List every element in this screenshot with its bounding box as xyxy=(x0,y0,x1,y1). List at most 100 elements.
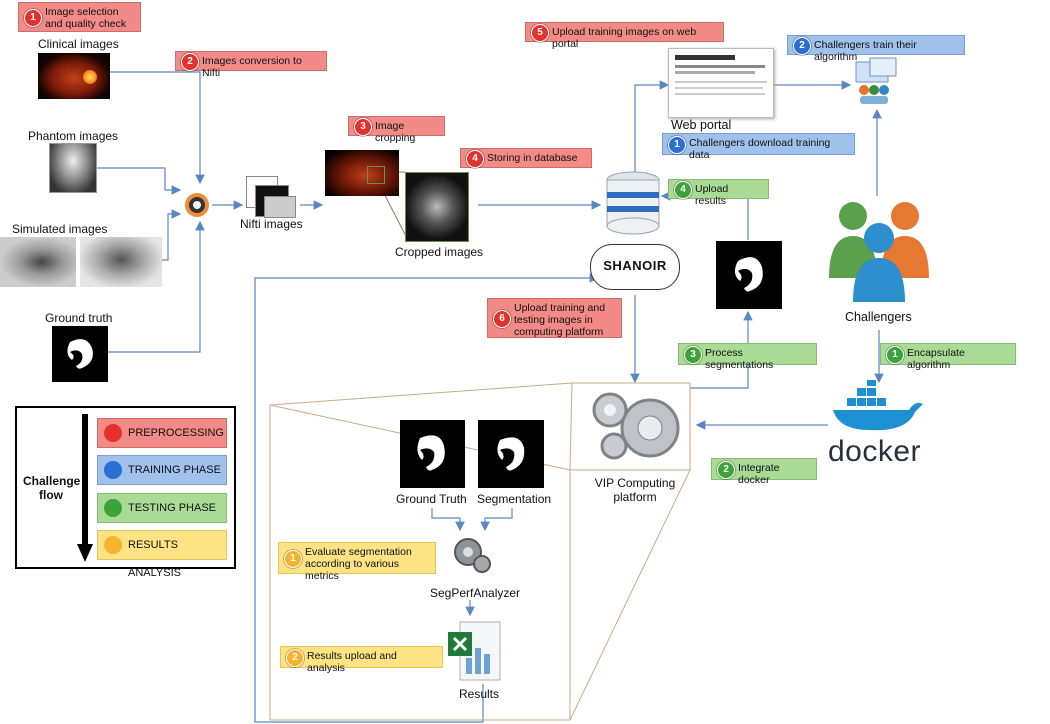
docker-wordmark: docker xyxy=(828,435,922,468)
phantom-image-thumbnail xyxy=(49,143,97,193)
step-number-badge: 5 xyxy=(531,24,549,42)
full-slice-image xyxy=(325,150,399,196)
nifti-stack-front xyxy=(264,196,296,218)
step-integrate-docker: 2 Integrate docker xyxy=(711,458,817,486)
legend-dot xyxy=(104,461,122,479)
step-text: Storing in database xyxy=(487,152,578,164)
step-process-segmentations: 3 Process segmentations xyxy=(678,343,817,371)
shanoir-label: SHANOIR xyxy=(603,258,667,273)
heart-hotspot-icon xyxy=(83,70,97,84)
web-portal-screenshot xyxy=(668,48,774,118)
step-image-cropping: 3 Image cropping xyxy=(348,116,445,144)
step-number-badge: 4 xyxy=(466,150,484,168)
step-number-badge: 1 xyxy=(668,136,686,154)
crop-region-marker xyxy=(367,166,385,184)
nifti-images-label: Nifti images xyxy=(240,217,303,231)
legend-label: PREPROCESSING xyxy=(128,427,224,439)
ground-truth-image xyxy=(52,326,108,382)
step-text: Evaluate segmentation according to vario… xyxy=(305,546,412,582)
step-text: Challengers download training data xyxy=(689,137,831,161)
step-text: Upload training images on web portal xyxy=(552,26,697,50)
step-nifti-conversion: 2 Images conversion to Nifti xyxy=(175,51,327,79)
portal-text-line xyxy=(675,93,765,95)
vip-platform-label: VIP Computing platform xyxy=(594,476,676,504)
excel-results-icon xyxy=(448,621,501,681)
legend-item-training: TRAINING PHASE xyxy=(97,455,227,485)
portal-text-line xyxy=(675,65,765,68)
step-evaluate-segmentation: 1 Evaluate segmentation according to var… xyxy=(278,542,436,582)
segmentation-output-image xyxy=(716,241,782,309)
step-text: Encapsulate algorithm xyxy=(907,347,965,371)
legend-item-preprocessing: PREPROCESSING xyxy=(97,418,227,448)
step-upload-results: 4 Upload results xyxy=(668,179,769,207)
phantom-images-label: Phantom images xyxy=(28,129,119,143)
cropped-image xyxy=(405,172,469,242)
step-text: Image selection and quality check xyxy=(45,6,127,30)
step-number-badge: 4 xyxy=(674,181,692,199)
gt-inset-image xyxy=(400,420,465,488)
step-results-upload: 2 Results upload and analysis xyxy=(280,646,443,674)
step-text: Integrate docker xyxy=(738,462,780,486)
step-number-badge: 2 xyxy=(717,461,735,479)
step-text: Images conversion to Nifti xyxy=(202,55,302,79)
docker-whale-icon xyxy=(833,380,923,431)
step-text: Challengers train their algorithm xyxy=(814,39,917,63)
gt-mask-icon xyxy=(417,435,445,471)
legend-dot xyxy=(104,424,122,442)
challengers-group-icon xyxy=(829,202,929,302)
challengers-label: Challengers xyxy=(845,310,912,324)
step-number-badge: 2 xyxy=(181,53,199,71)
simulated-images-label: Simulated images xyxy=(12,222,108,236)
converter-gear-icon xyxy=(185,193,209,217)
seg-mask-icon xyxy=(497,437,525,471)
legend-down-arrow-icon xyxy=(77,414,93,562)
legend-label: TRAINING PHASE xyxy=(128,464,221,476)
segperf-gears-icon xyxy=(454,538,491,573)
step-image-selection: 1 Image selection and quality check xyxy=(18,2,141,32)
step-upload-web-portal: 5 Upload training images on web portal xyxy=(525,22,724,50)
portal-text-line xyxy=(675,71,755,74)
step-number-badge: 6 xyxy=(493,310,511,328)
clinical-image-thumbnail xyxy=(38,53,110,99)
computer-users-icon xyxy=(855,57,897,104)
step-number-badge: 1 xyxy=(284,550,302,568)
step-text: Process segmentations xyxy=(705,347,774,371)
legend-dot xyxy=(104,499,122,517)
step-encapsulate-algorithm: 1 Encapsulate algorithm xyxy=(880,343,1016,371)
web-portal-label: Web portal xyxy=(671,118,732,132)
legend-item-results: RESULTS ANALYSIS xyxy=(97,530,227,579)
ground-truth-label: Ground truth xyxy=(45,311,113,325)
challenge-flow-legend: Challenge flow PREPROCESSING TRAINING PH… xyxy=(15,406,236,579)
portal-text-line xyxy=(675,87,763,89)
seg-inset-label: Segmentation xyxy=(477,492,552,506)
simulated-image-1 xyxy=(0,237,76,287)
legend-title: Challenge flow xyxy=(23,474,81,502)
legend-item-testing: TESTING PHASE xyxy=(97,493,227,523)
step-storing-database: 4 Storing in database xyxy=(460,148,592,168)
vip-gears-icon xyxy=(592,392,680,460)
step-download-training: 1 Challengers download training data xyxy=(662,133,855,161)
step-text: Image cropping xyxy=(375,120,416,144)
step-train-algorithm: 2 Challengers train their algorithm xyxy=(787,35,965,63)
step-text: Results upload and analysis xyxy=(307,650,397,674)
segperf-label: SegPerfAnalyzer xyxy=(430,586,521,600)
clinical-images-label: Clinical images xyxy=(38,37,119,51)
step-number-badge: 3 xyxy=(354,118,372,136)
step-number-badge: 3 xyxy=(684,346,702,364)
seg-inset-image xyxy=(478,420,544,488)
step-text: Upload results xyxy=(695,183,729,207)
step-upload-computing-platform: 6 Upload training and testing images in … xyxy=(487,298,622,338)
simulated-image-2 xyxy=(80,237,162,287)
legend-dot xyxy=(104,536,122,554)
ground-truth-mask-icon xyxy=(67,339,93,369)
shanoir-cloud: SHANOIR xyxy=(590,244,680,290)
step-number-badge: 2 xyxy=(286,649,304,667)
step-number-badge: 2 xyxy=(793,37,811,55)
portal-header-bar xyxy=(675,55,735,60)
database-icon xyxy=(606,171,660,235)
step-number-badge: 1 xyxy=(24,9,42,27)
results-label: Results xyxy=(459,687,500,701)
gt-inset-label: Ground Truth xyxy=(396,492,467,506)
legend-label: TESTING PHASE xyxy=(128,502,217,514)
step-text: Upload training and testing images in co… xyxy=(514,302,606,338)
